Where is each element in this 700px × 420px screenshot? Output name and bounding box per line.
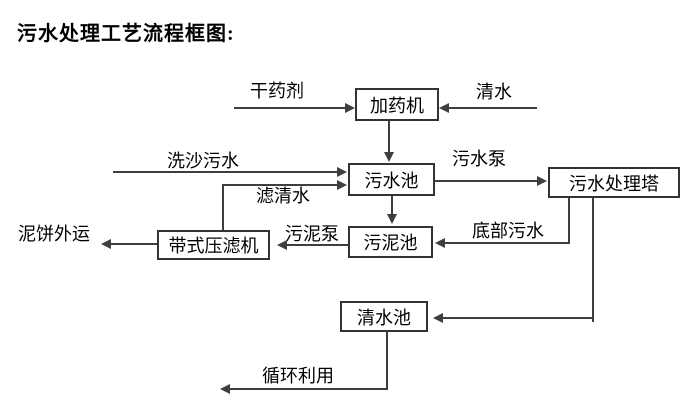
edge-recycle-line (229, 388, 388, 390)
arrow-right-icon (537, 176, 547, 186)
edge-filtered-water-line (222, 184, 339, 186)
edge-clean-water-line (448, 107, 537, 109)
label-sand-washing-sewage: 洗沙污水 (167, 151, 239, 171)
arrow-right-icon (337, 167, 347, 177)
node-sewage-pool: 污水池 (348, 163, 435, 196)
arrow-left-icon (101, 239, 111, 249)
label-sludge-pump: 污泥泵 (285, 224, 339, 244)
label-filtered-water: 滤清水 (256, 186, 310, 206)
arrow-right-icon (345, 103, 355, 113)
label-clean-water: 清水 (476, 82, 512, 102)
label-recycle-use: 循环利用 (262, 366, 334, 386)
edge-bottom-sewage-line (444, 242, 570, 244)
label-bottom-sewage: 底部污水 (472, 221, 544, 241)
arrow-left-icon (220, 384, 230, 394)
arrow-down-icon (384, 152, 394, 162)
node-clean-water-pool: 清水池 (340, 301, 428, 332)
arrow-right-icon (337, 180, 347, 190)
label-mud-cake-out: 泥饼外运 (18, 224, 90, 244)
label-sewage-pump: 污水泵 (452, 149, 506, 169)
edge-tower-to-clean-vline (592, 198, 594, 322)
arrow-down-icon (387, 214, 397, 224)
edge-bottom-sewage-vline (568, 198, 570, 244)
arrow-left-icon (435, 238, 445, 248)
edge-tower-to-clean-line (442, 317, 594, 319)
edge-sewage-to-sludge-line (391, 196, 393, 216)
edge-sludge-pump-line (286, 244, 348, 246)
edge-dosing-to-sewage-line (388, 121, 390, 154)
arrow-left-icon (277, 240, 287, 250)
node-dosing-machine: 加药机 (355, 88, 439, 121)
edge-sewage-pump-line (435, 180, 539, 182)
node-sludge-pool: 污泥池 (348, 226, 433, 258)
arrow-left-icon (439, 103, 449, 113)
edge-mud-cake-line (110, 243, 157, 245)
label-dry-agent: 干药剂 (250, 81, 304, 101)
arrow-left-icon (433, 313, 443, 323)
page-title: 污水处理工艺流程框图: (17, 23, 235, 45)
node-treatment-tower: 污水处理塔 (548, 167, 680, 198)
edge-dry-agent-line (234, 107, 346, 109)
edge-recycle-vline (386, 332, 388, 389)
edge-filtered-water-vline (222, 185, 224, 230)
edge-sand-washing-line (113, 171, 339, 173)
node-belt-filter-press: 带式压滤机 (157, 230, 270, 260)
